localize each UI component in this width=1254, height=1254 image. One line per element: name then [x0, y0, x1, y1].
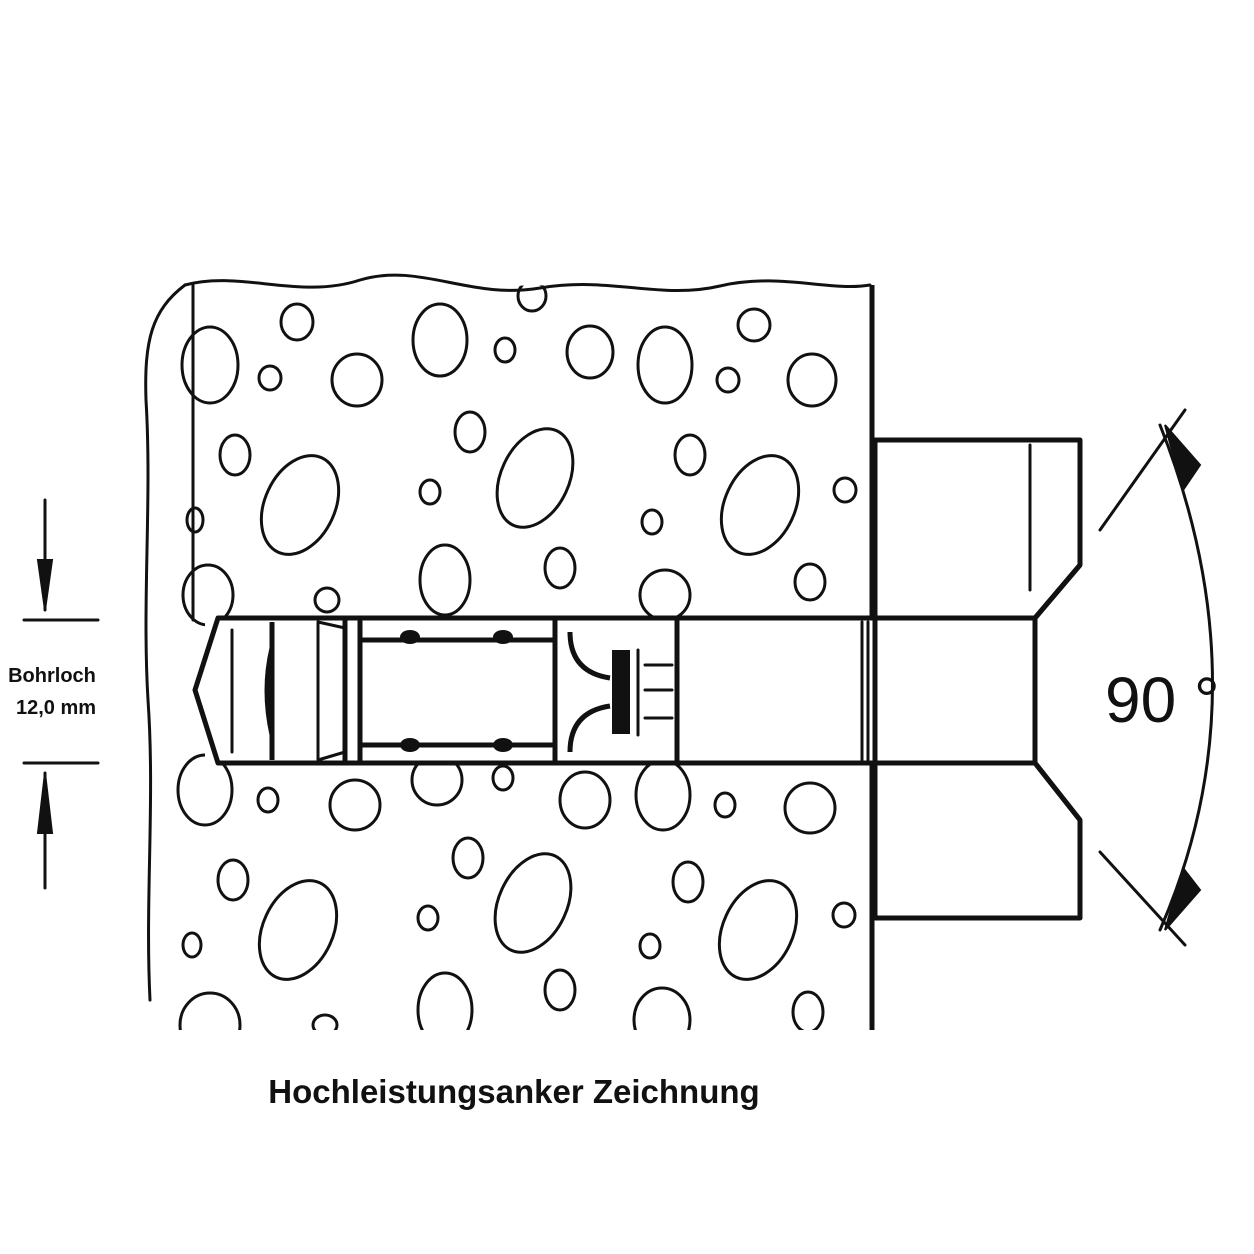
angle-dimension: 90 ° [1098, 408, 1220, 947]
fixture-plate [872, 437, 1083, 921]
drill-dimension: Bohrloch 12,0 mm [8, 498, 100, 890]
drill-label-line1: Bohrloch [8, 665, 96, 687]
drill-label-line2: 12,0 mm [16, 697, 96, 719]
aggregate-stones [176, 281, 858, 1031]
caption: Hochleistungsanker Zeichnung [268, 1073, 759, 1110]
anchor [192, 615, 878, 766]
angle-label: 90 ° [1105, 664, 1220, 736]
